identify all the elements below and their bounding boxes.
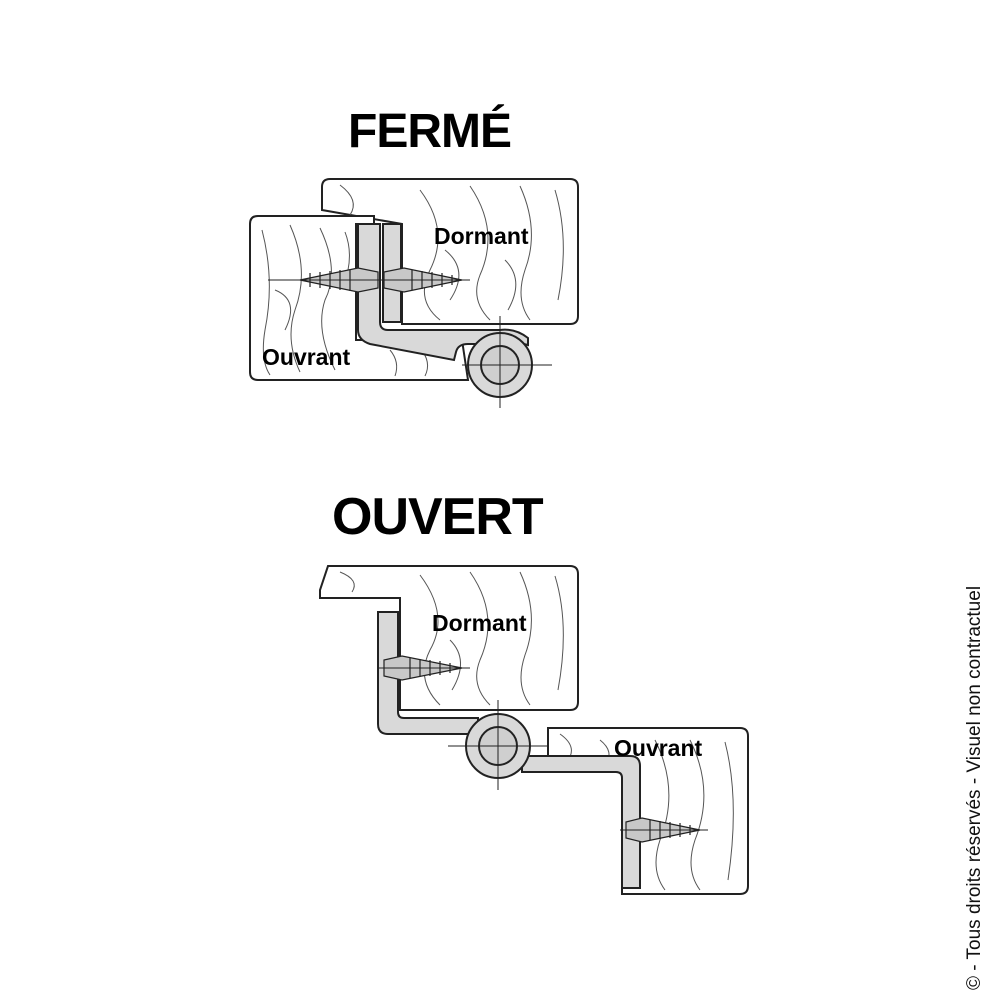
dormant-block-closed (321, 178, 579, 325)
copyright-notice: © - Tous droits réservés - Visuel non co… (964, 585, 985, 990)
screw-dormant-open (378, 655, 470, 681)
dormant-grain-closed (339, 184, 564, 321)
title-ferme: FERMÉ (348, 105, 512, 158)
dormant-grain-open (339, 571, 564, 706)
screw-left-closed (268, 267, 380, 293)
label-ouvrant-closed: Ouvrant (262, 344, 351, 370)
hinge-leaf-ouvrant-open (521, 755, 641, 889)
screw-right-closed (380, 267, 470, 293)
ouvrant-grain-closed (261, 224, 429, 377)
screw-ouvrant-open (620, 817, 708, 843)
label-ouvrant-open: Ouvrant (614, 735, 703, 761)
label-dormant-open: Dormant (432, 610, 527, 636)
open-hinge-diagram: Dormant Ouvrant (319, 565, 749, 895)
dormant-block-open (319, 565, 579, 711)
title-ouvert: OUVERT (332, 488, 544, 546)
label-dormant-closed: Dormant (434, 223, 529, 249)
closed-hinge-diagram: Dormant Ouvrant (249, 178, 579, 408)
